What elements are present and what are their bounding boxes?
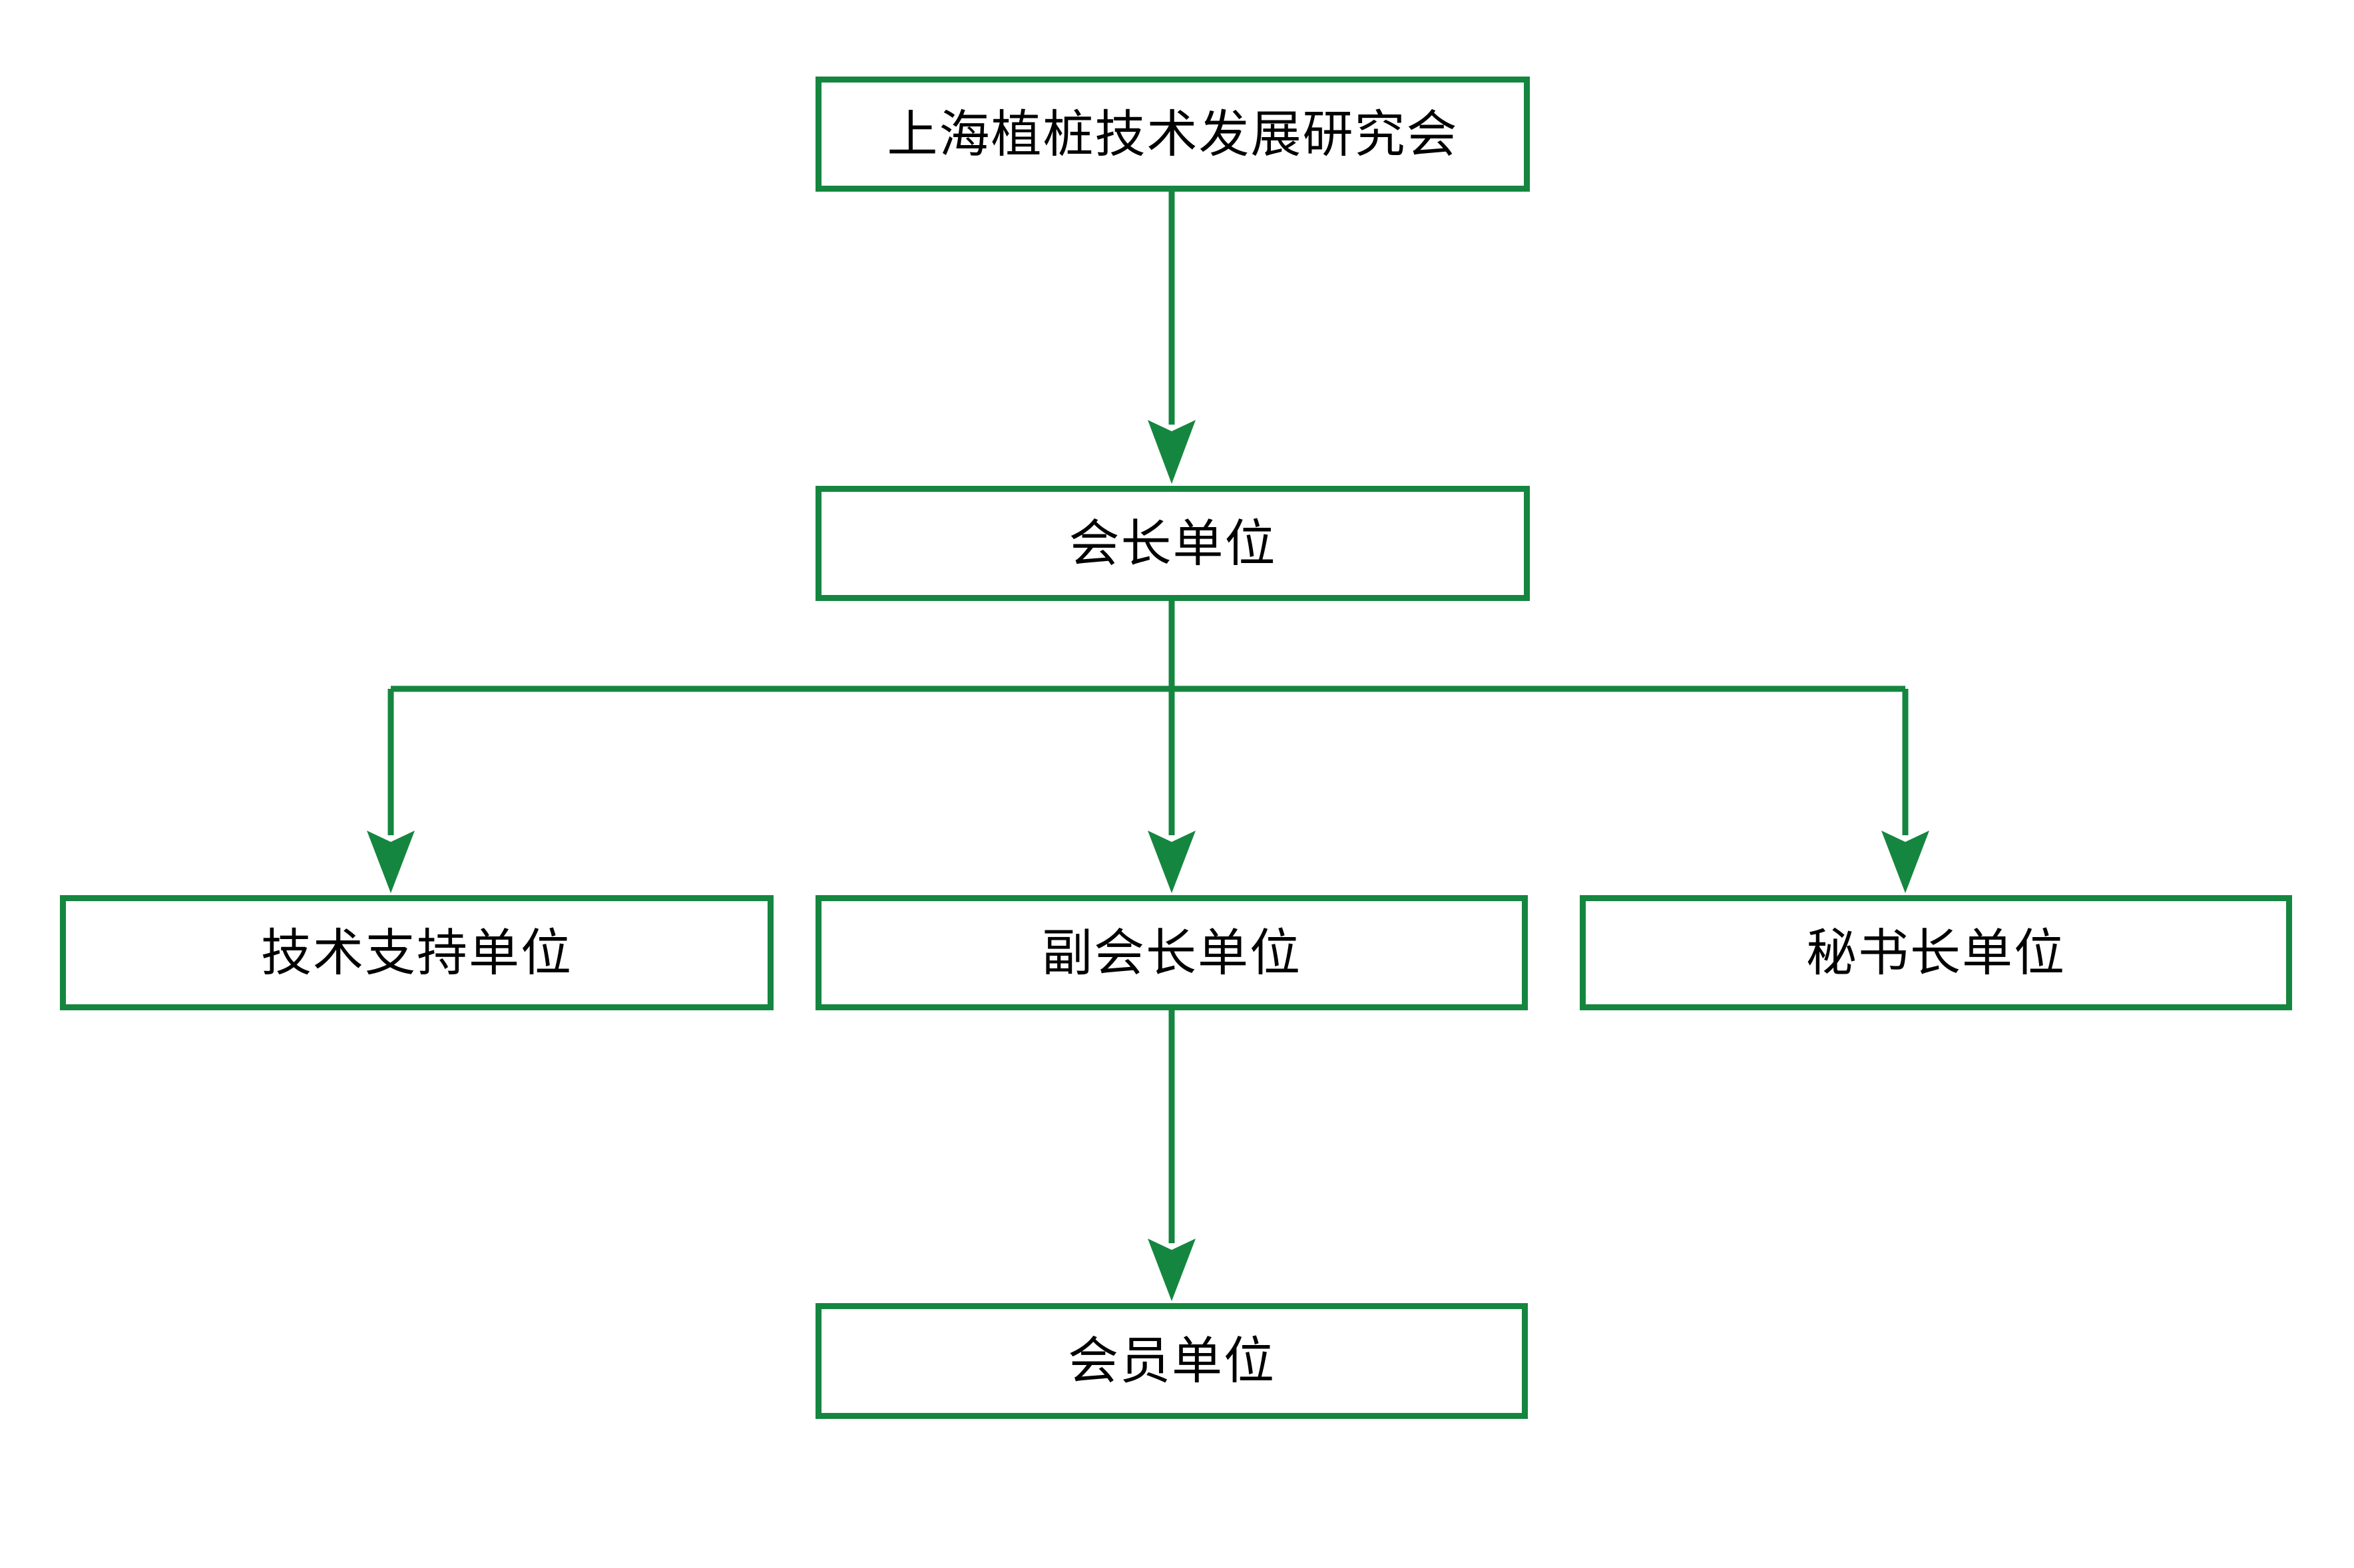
arrowhead-tech-support <box>367 831 415 893</box>
node-member-label: 会员单位 <box>1068 1331 1276 1390</box>
edge-president-bus <box>391 601 1905 692</box>
arrowhead-president <box>1148 420 1196 484</box>
node-secretary-general-label: 秘书长单位 <box>1806 922 2066 982</box>
node-tech-support-label: 技术支持单位 <box>261 922 573 982</box>
node-president-label: 会长单位 <box>1068 513 1277 573</box>
node-member[interactable]: 会员单位 <box>816 1303 1528 1419</box>
arrowhead-secretary-general <box>1881 831 1929 893</box>
node-tech-support[interactable]: 技术支持单位 <box>60 895 774 1010</box>
edge-bus-to-vice-president <box>1148 689 1196 893</box>
edge-vice-president-to-member <box>1148 1010 1196 1301</box>
arrowhead-member <box>1148 1239 1196 1301</box>
node-vice-president-label: 副会长单位 <box>1042 922 1301 982</box>
node-secretary-general[interactable]: 秘书长单位 <box>1580 895 2292 1010</box>
arrowhead-vice-president <box>1148 831 1196 893</box>
edge-bus-to-tech-support <box>367 689 415 893</box>
node-root[interactable]: 上海植桩技术发展研究会 <box>816 77 1530 192</box>
node-root-label: 上海植桩技术发展研究会 <box>887 104 1459 164</box>
edge-root-to-president <box>1148 192 1196 484</box>
node-vice-president[interactable]: 副会长单位 <box>816 895 1528 1010</box>
edge-bus-to-secretary-general <box>1881 689 1929 893</box>
node-president[interactable]: 会长单位 <box>816 486 1530 601</box>
